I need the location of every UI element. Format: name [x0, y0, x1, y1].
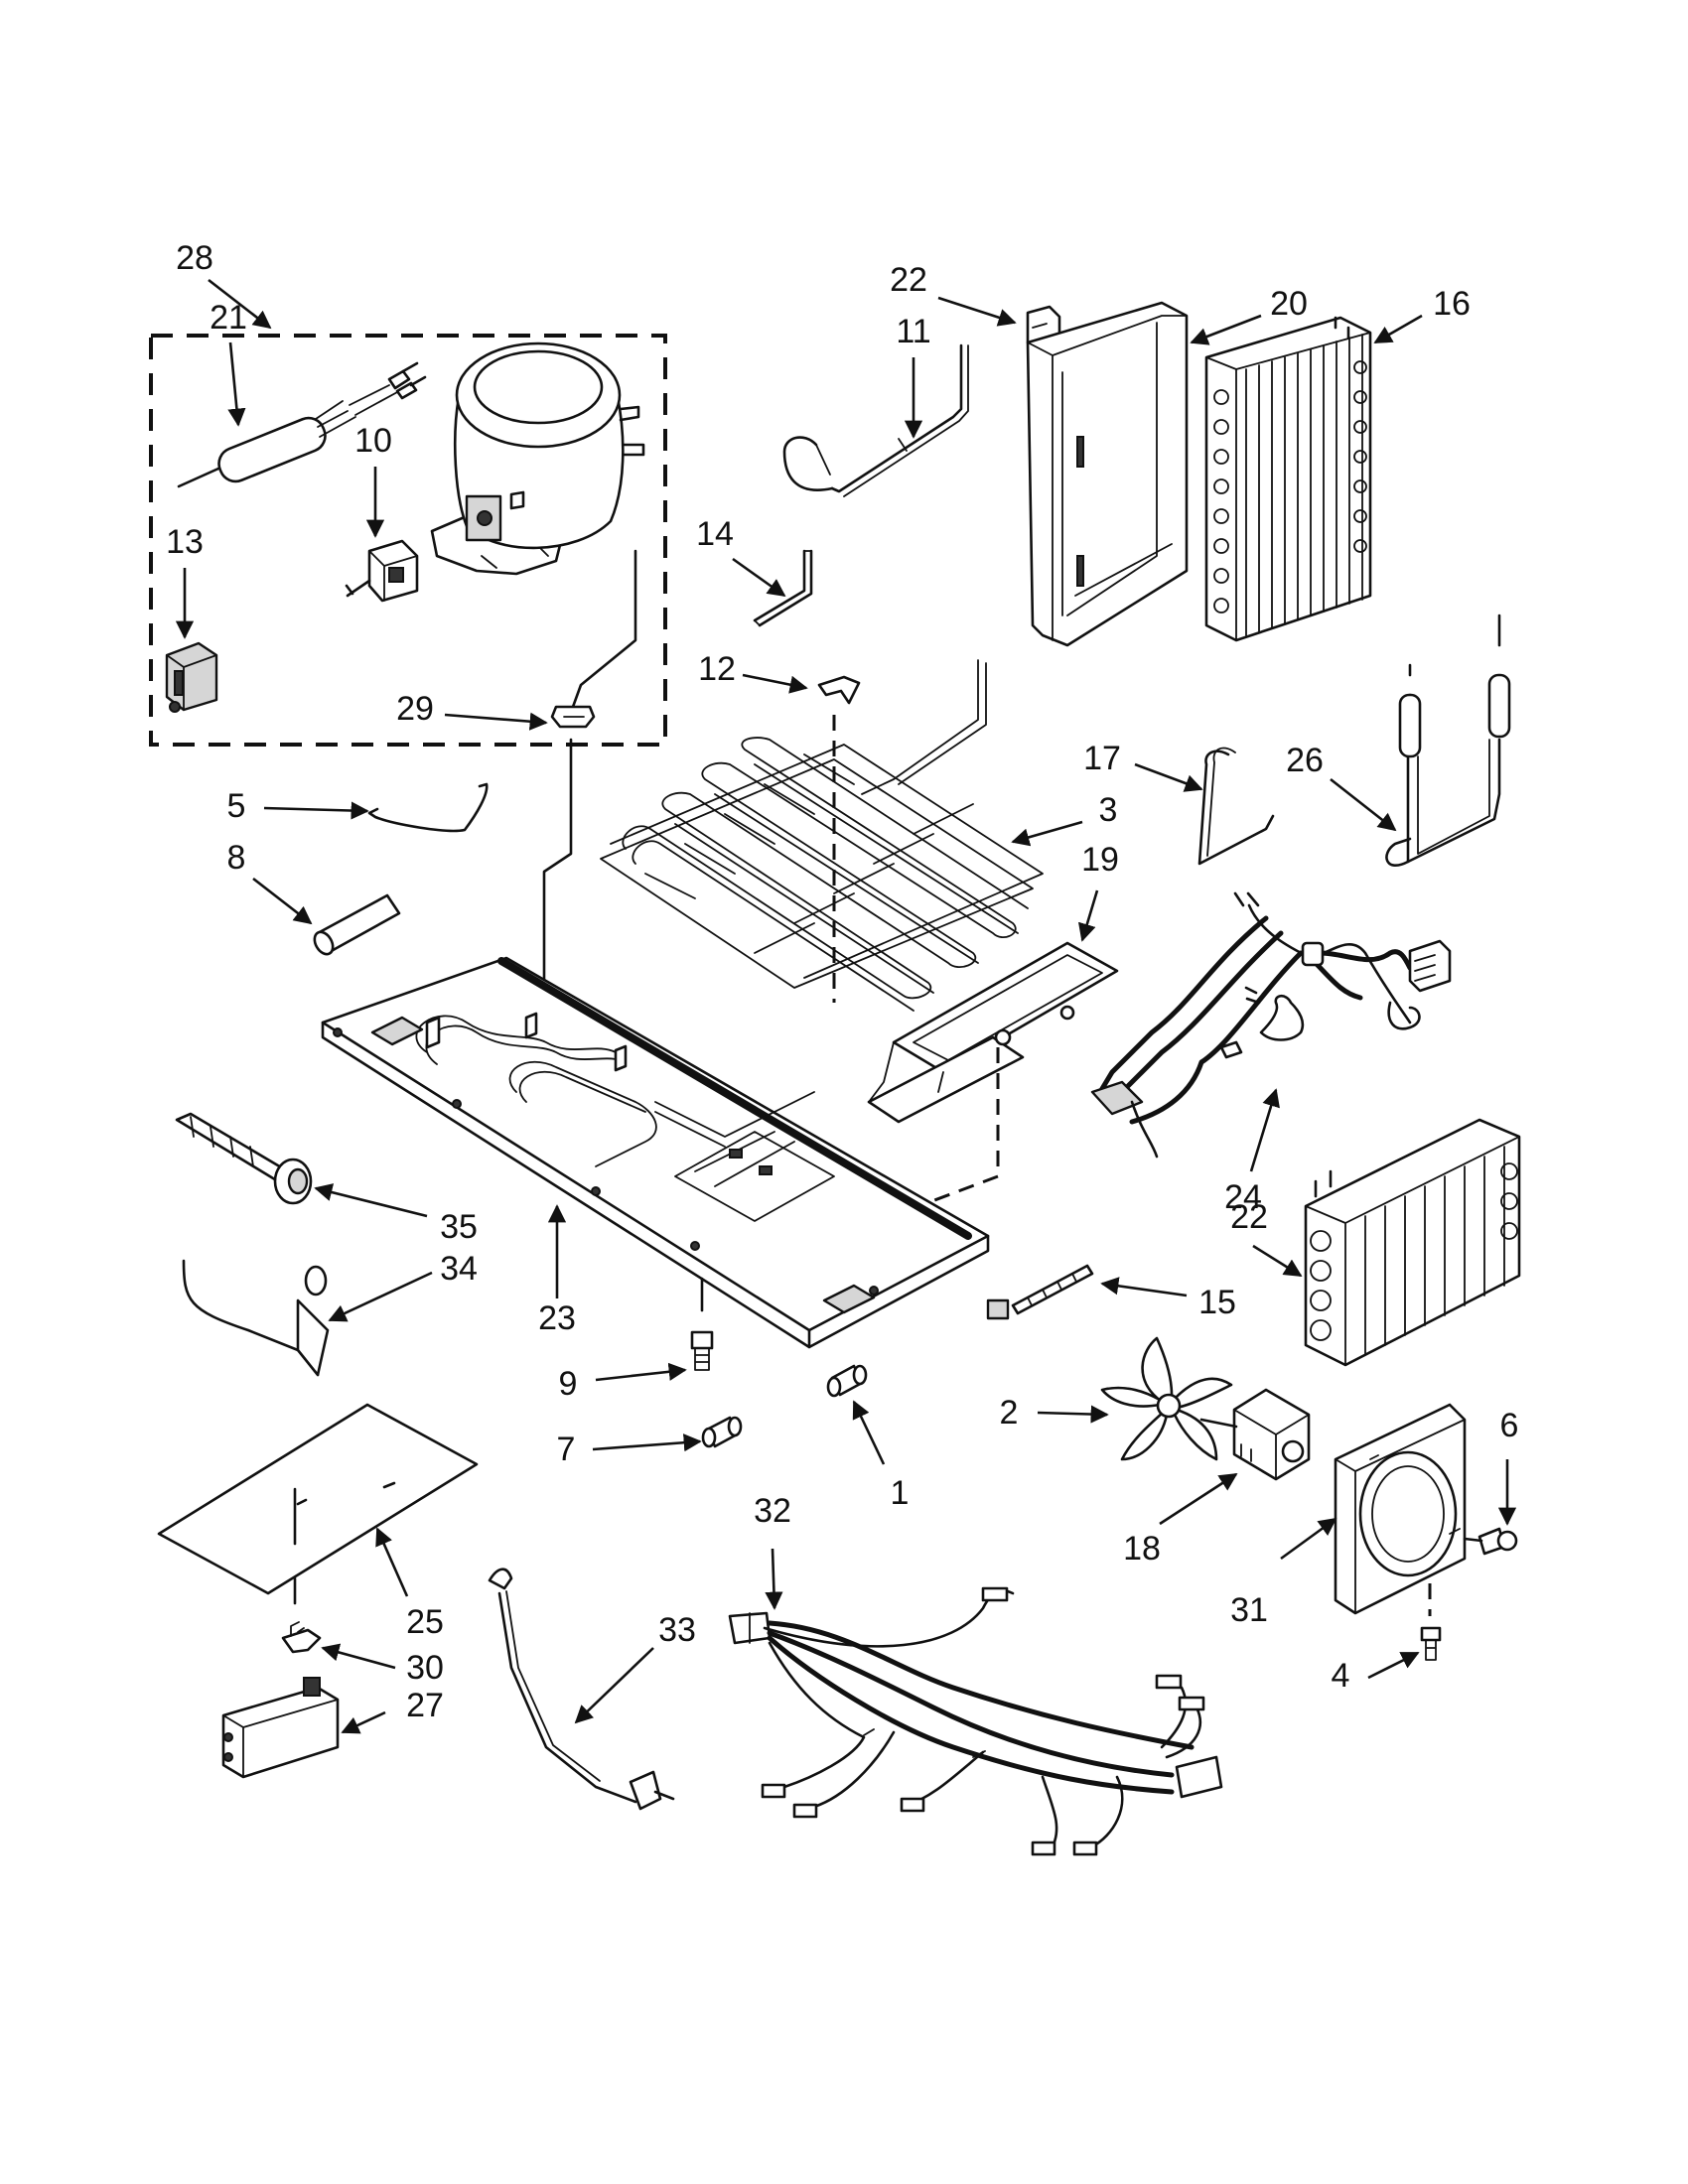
damper-34-part [182, 1259, 330, 1377]
callout-8: 8 [227, 839, 246, 877]
control-27-part [221, 1677, 340, 1779]
fitting-7-part [701, 1416, 743, 1448]
heater-rack-part [600, 659, 1044, 1012]
leader-lines [175, 278, 1517, 1734]
compressor-kit-box [149, 334, 667, 747]
callout-16: 16 [1433, 285, 1471, 323]
callout-25: 25 [406, 1603, 444, 1641]
grommet-part [550, 549, 637, 729]
callout-23: 23 [538, 1299, 576, 1337]
callout-labels: 28 21 10 13 29 22 11 20 16 14 12 17 26 3… [166, 239, 1518, 1724]
clip-5-part [367, 782, 489, 833]
sensor-33-part [488, 1568, 675, 1811]
callout-13: 13 [166, 523, 204, 561]
callout-27: 27 [406, 1687, 444, 1724]
callout-32: 32 [754, 1492, 791, 1530]
callout-31: 31 [1230, 1591, 1268, 1629]
tube-11-part [782, 343, 969, 497]
callout-11: 11 [896, 313, 930, 350]
callout-26: 26 [1286, 742, 1324, 779]
callout-33: 33 [658, 1611, 696, 1649]
callout-3: 3 [1099, 791, 1118, 829]
tube-14-part [753, 549, 813, 627]
callout-22-bottom: 22 [1230, 1198, 1268, 1236]
callout-22-top: 22 [890, 261, 927, 299]
power-cord-harness-part [1090, 891, 1452, 1159]
callout-6: 6 [1500, 1407, 1519, 1444]
callout-19: 19 [1081, 841, 1119, 879]
callout-1: 1 [891, 1474, 910, 1512]
callout-2: 2 [1000, 1394, 1019, 1432]
callout-10: 10 [354, 422, 392, 460]
callout-21: 21 [210, 299, 247, 337]
overload-part [165, 641, 218, 713]
evaporator-part [1204, 316, 1372, 642]
tube-17-part [1197, 747, 1275, 866]
clip-12-part [817, 675, 861, 705]
tube-26-part [1385, 614, 1511, 868]
callout-4: 4 [1332, 1657, 1350, 1695]
callout-29: 29 [396, 690, 434, 728]
tube-connector [542, 738, 573, 1024]
callout-28: 28 [176, 239, 213, 277]
screw-6-part [1463, 1527, 1518, 1556]
callout-34: 34 [440, 1250, 478, 1288]
callout-30: 30 [406, 1649, 444, 1687]
screw-9-part [690, 1277, 714, 1371]
compressor-part [430, 341, 645, 576]
clip-30-part [281, 1621, 322, 1654]
callout-9: 9 [559, 1365, 578, 1403]
wire-tie-15-part [986, 1264, 1094, 1320]
fan-blade-2-part [1100, 1336, 1233, 1461]
fan-shroud-31-part [1334, 1403, 1467, 1615]
condenser-22-part [1304, 1118, 1521, 1367]
fan-motor-18-part [1199, 1388, 1311, 1481]
callout-15: 15 [1198, 1284, 1236, 1321]
callout-35: 35 [440, 1208, 478, 1246]
relay-part [345, 539, 419, 603]
thermistor-35-part [175, 1112, 313, 1205]
callout-18: 18 [1123, 1530, 1161, 1568]
wire-harness-32-part [728, 1586, 1223, 1856]
fitting-1-part [826, 1364, 868, 1398]
callout-12: 12 [698, 650, 736, 688]
callout-5: 5 [227, 787, 246, 825]
callout-24: 24 [1224, 1178, 1262, 1216]
drain-tray-part [867, 941, 1119, 1124]
evaporator-cover-part [1026, 301, 1189, 647]
screw-4-part [1420, 1583, 1442, 1661]
callout-20: 20 [1270, 285, 1308, 323]
unit-platform-part [321, 956, 990, 1349]
sleeve-8-part [313, 893, 401, 956]
callout-7: 7 [557, 1431, 576, 1468]
drier-part [177, 361, 427, 488]
insulation-25-part [157, 1403, 479, 1605]
callout-17: 17 [1083, 740, 1121, 777]
callout-14: 14 [696, 515, 734, 553]
